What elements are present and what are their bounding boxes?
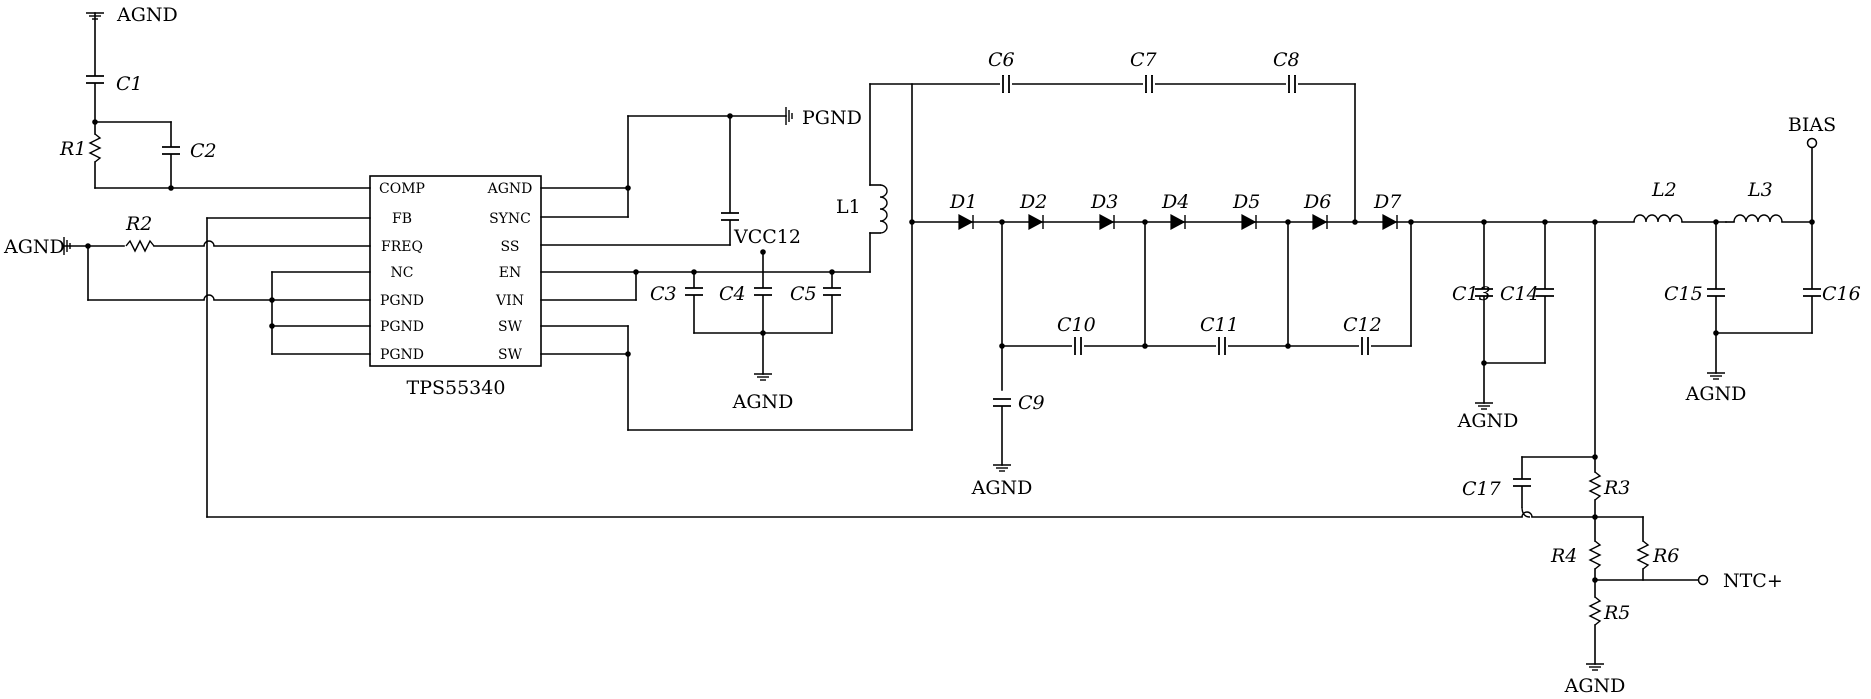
c4-label: C4 (719, 283, 746, 305)
ic-right-pin-label: SW (498, 319, 523, 335)
c11-label: C11 (1200, 314, 1239, 336)
ic-right-pin-label: SW (498, 347, 523, 363)
bias-label: BIAS (1788, 114, 1836, 136)
c13-label: C13 (1452, 283, 1491, 305)
multiplier-ladder (911, 74, 1596, 472)
d7-label: D7 (1373, 191, 1402, 213)
ic-left-pin-label: NC (391, 265, 414, 281)
r4-label: R4 (1550, 545, 1577, 567)
ic-left-pin-label: FREQ (381, 239, 423, 255)
c5-label: C5 (790, 283, 817, 305)
freq-network (63, 217, 1596, 518)
vcc12-label: VCC12 (733, 226, 801, 248)
ic-right-pin-label: EN (499, 265, 521, 281)
ntc-label: NTC+ (1723, 570, 1783, 592)
c17-label: C17 (1462, 478, 1502, 500)
pgnd-label: PGND (802, 107, 862, 129)
ic-left-pin-label: COMP (379, 181, 425, 197)
c15-label: C15 (1664, 283, 1703, 305)
ic-right-pin-label: SS (501, 239, 520, 255)
ic-right-pin-label: SYNC (489, 211, 531, 227)
agnd-c345-label: AGND (732, 391, 794, 413)
feedback-divider (1513, 221, 1709, 671)
ic-right-pin-label: AGND (487, 181, 533, 197)
d3-label: D3 (1090, 191, 1118, 213)
ic-left-pin-label: PGND (380, 293, 424, 309)
c7-label: C7 (1130, 49, 1158, 71)
ic-left-pin-label: PGND (380, 347, 424, 363)
c9-label: C9 (1018, 392, 1045, 414)
l3-label: L3 (1747, 179, 1773, 201)
c2-label: C2 (190, 140, 217, 162)
ic-left-pin-label: PGND (380, 319, 424, 335)
c8-label: C8 (1273, 49, 1300, 71)
agnd-c1516-label: AGND (1685, 383, 1747, 405)
r3-label: R3 (1603, 477, 1630, 499)
c3-label: C3 (650, 283, 677, 305)
agnd-r5-label: AGND (1564, 675, 1626, 697)
c12-label: C12 (1343, 314, 1382, 336)
r5-label: R5 (1603, 602, 1630, 624)
d2-label: D2 (1019, 191, 1047, 213)
c16-label: C16 (1822, 283, 1861, 305)
d4-label: D4 (1161, 191, 1189, 213)
d5-label: D5 (1232, 191, 1260, 213)
ic-left-pin-label: FB (392, 211, 412, 227)
r6-label: R6 (1652, 545, 1679, 567)
l2-label: L2 (1651, 179, 1677, 201)
l1-label: L1 (836, 196, 861, 218)
ic-right-pin-label: VIN (495, 293, 524, 309)
output-filter (1474, 137, 1821, 410)
r2-label: R2 (125, 213, 152, 235)
ic-name: TPS55340 (407, 377, 506, 399)
ic-tps55340 (369, 175, 542, 367)
agnd-c1314-label: AGND (1457, 410, 1519, 432)
c1-label: C1 (116, 73, 143, 95)
d1-label: D1 (949, 191, 977, 213)
agnd-left-label: AGND (3, 236, 65, 258)
d6-label: D6 (1303, 191, 1331, 213)
ic-left-pins: COMP FB FREQ NC PGND PGND PGND (379, 181, 425, 363)
r1-label: R1 (59, 138, 86, 160)
ic-right-pins: AGND SYNC SS EN VIN SW SW (487, 181, 533, 363)
c6-label: C6 (988, 49, 1015, 71)
comp-network (85, 12, 371, 191)
c14-label: C14 (1500, 283, 1539, 305)
agnd-c9-label: AGND (971, 477, 1033, 499)
ic-right-nets (540, 83, 1356, 431)
agnd-top-label: AGND (116, 4, 178, 26)
c10-label: C10 (1057, 314, 1096, 336)
